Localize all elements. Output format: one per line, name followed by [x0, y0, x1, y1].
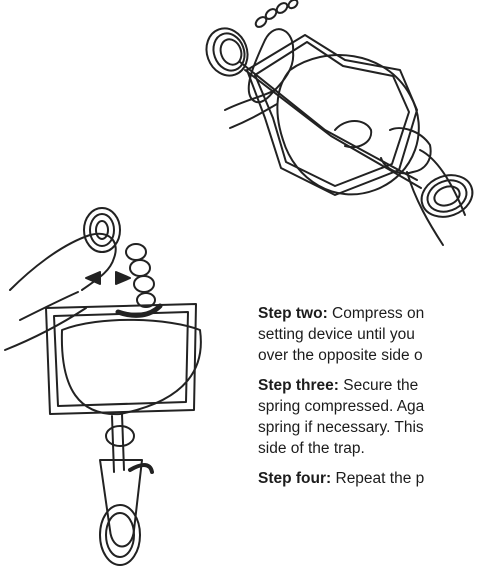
step-line: over the opposite side o	[258, 345, 480, 366]
step-three-paragraph: Step three: Secure the spring compressed…	[258, 375, 480, 459]
trap-setting-device-illustration	[0, 200, 250, 578]
step-text: Secure the	[339, 377, 418, 394]
step-title: Step four:	[258, 470, 331, 487]
step-line: side of the trap.	[258, 438, 480, 459]
step-title: Step three:	[258, 377, 339, 394]
step-line: setting device until you	[258, 324, 480, 345]
left-spring-coil	[200, 23, 254, 82]
step-four-paragraph: Step four: Repeat the p	[258, 468, 480, 489]
step-line: spring compressed. Aga	[258, 396, 480, 417]
chain-icon	[254, 0, 299, 29]
chain-icon	[126, 244, 155, 307]
step-text: Compress on	[328, 305, 424, 322]
step-two-paragraph: Step two: Compress on setting device unt…	[258, 303, 480, 366]
step-line: Step three: Secure the	[258, 375, 480, 396]
step-line: Step two: Compress on	[258, 303, 480, 324]
step-text: Repeat the p	[331, 470, 424, 487]
step-line: spring if necessary. This	[258, 417, 480, 438]
step-line: Step four: Repeat the p	[258, 468, 480, 489]
steps-text: Step two: Compress on setting device unt…	[258, 303, 480, 498]
step-title: Step two:	[258, 305, 328, 322]
